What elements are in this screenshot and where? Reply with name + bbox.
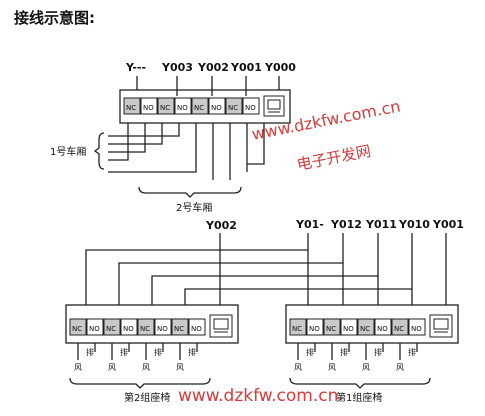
top-cell-2: NC: [160, 104, 170, 112]
cross-wires: [85, 233, 447, 305]
top-cell-0: NC: [126, 104, 136, 112]
br-output-label-2: Y011: [365, 218, 397, 231]
car-1-label: 1号车厢: [50, 145, 86, 158]
br-output-label-4: Y001: [432, 218, 464, 231]
watermark-site-bottom: www.dzkfw.com.cn: [178, 386, 338, 406]
top-relay-frame: [119, 89, 291, 124]
br-relay-symbol-icon: [429, 314, 453, 338]
bl-output-label: Y002: [205, 219, 237, 232]
seat-group-1-label: 第1组座椅: [336, 391, 382, 404]
bottom-right-relay: NC NO NC NO NC NO NC NO 排 风 排 风 排 风 排 风 …: [285, 304, 459, 404]
br-output-label-3: Y010: [398, 218, 430, 231]
br-device-3: 风: [328, 363, 336, 372]
top-output-label-2: Y002: [197, 61, 229, 74]
top-cell-3: NO: [177, 104, 188, 112]
br-device-0: 排: [306, 347, 314, 357]
car-2-label: 2号车厢: [176, 201, 212, 214]
bl-device-0: 排: [86, 347, 94, 357]
br-cell-0: NC: [292, 325, 302, 333]
top-relay-module: Y--- Y003 Y002 Y001 Y000 NC NO NC NO NC …: [50, 61, 296, 214]
top-cell-6: NC: [228, 104, 238, 112]
bl-relay-symbol-icon: [209, 314, 233, 338]
br-device-4: 排: [374, 347, 382, 357]
br-cell-6: NC: [394, 325, 404, 333]
bl-cell-3: NO: [123, 325, 134, 333]
br-device-6: 排: [408, 347, 416, 357]
watermark-name-top: 电子开发网: [295, 142, 372, 174]
top-cell-5: NO: [211, 104, 222, 112]
bl-device-7: 风: [176, 363, 184, 372]
br-cell-2: NC: [326, 325, 336, 333]
br-device-2: 排: [340, 347, 348, 357]
br-output-label-0: Y01-: [295, 218, 324, 231]
page-title: 接线示意图:: [14, 9, 95, 27]
bl-cell-1: NO: [89, 325, 100, 333]
seat-group-2-label: 第2组座椅: [124, 391, 170, 404]
top-relay-symbol-icon: [263, 95, 285, 117]
bl-cell-4: NC: [140, 325, 150, 333]
bl-cell-7: NO: [191, 325, 202, 333]
br-device-5: 风: [362, 363, 370, 372]
bl-cell-2: NC: [106, 325, 116, 333]
bl-device-1: 风: [74, 363, 82, 372]
bottom-left-relay: NC NO NC NO NC NO NC NO 排 风 排 风 排 风 排 风 …: [65, 304, 239, 404]
br-cell-3: NO: [343, 325, 354, 333]
top-output-label-4: Y000: [264, 61, 296, 74]
bl-device-4: 排: [154, 347, 162, 357]
bl-cell-5: NO: [157, 325, 168, 333]
top-cell-7: NO: [245, 104, 256, 112]
br-output-label-1: Y012: [330, 218, 362, 231]
bl-cell-0: NC: [72, 325, 82, 333]
top-output-label-0: Y---: [125, 61, 146, 74]
br-cell-1: NO: [309, 325, 320, 333]
bl-cell-6: NC: [174, 325, 184, 333]
bl-device-5: 风: [142, 363, 150, 372]
bl-device-2: 排: [120, 347, 128, 357]
top-cell-1: NO: [143, 104, 154, 112]
br-cell-4: NC: [360, 325, 370, 333]
bl-device-6: 排: [188, 347, 196, 357]
top-output-label-1: Y003: [161, 61, 193, 74]
top-cell-4: NC: [194, 104, 204, 112]
bl-device-3: 风: [108, 363, 116, 372]
br-cell-5: NO: [377, 325, 388, 333]
br-device-1: 风: [294, 363, 302, 372]
top-output-label-3: Y001: [230, 61, 262, 74]
br-cell-7: NO: [411, 325, 422, 333]
br-device-7: 风: [396, 363, 404, 372]
